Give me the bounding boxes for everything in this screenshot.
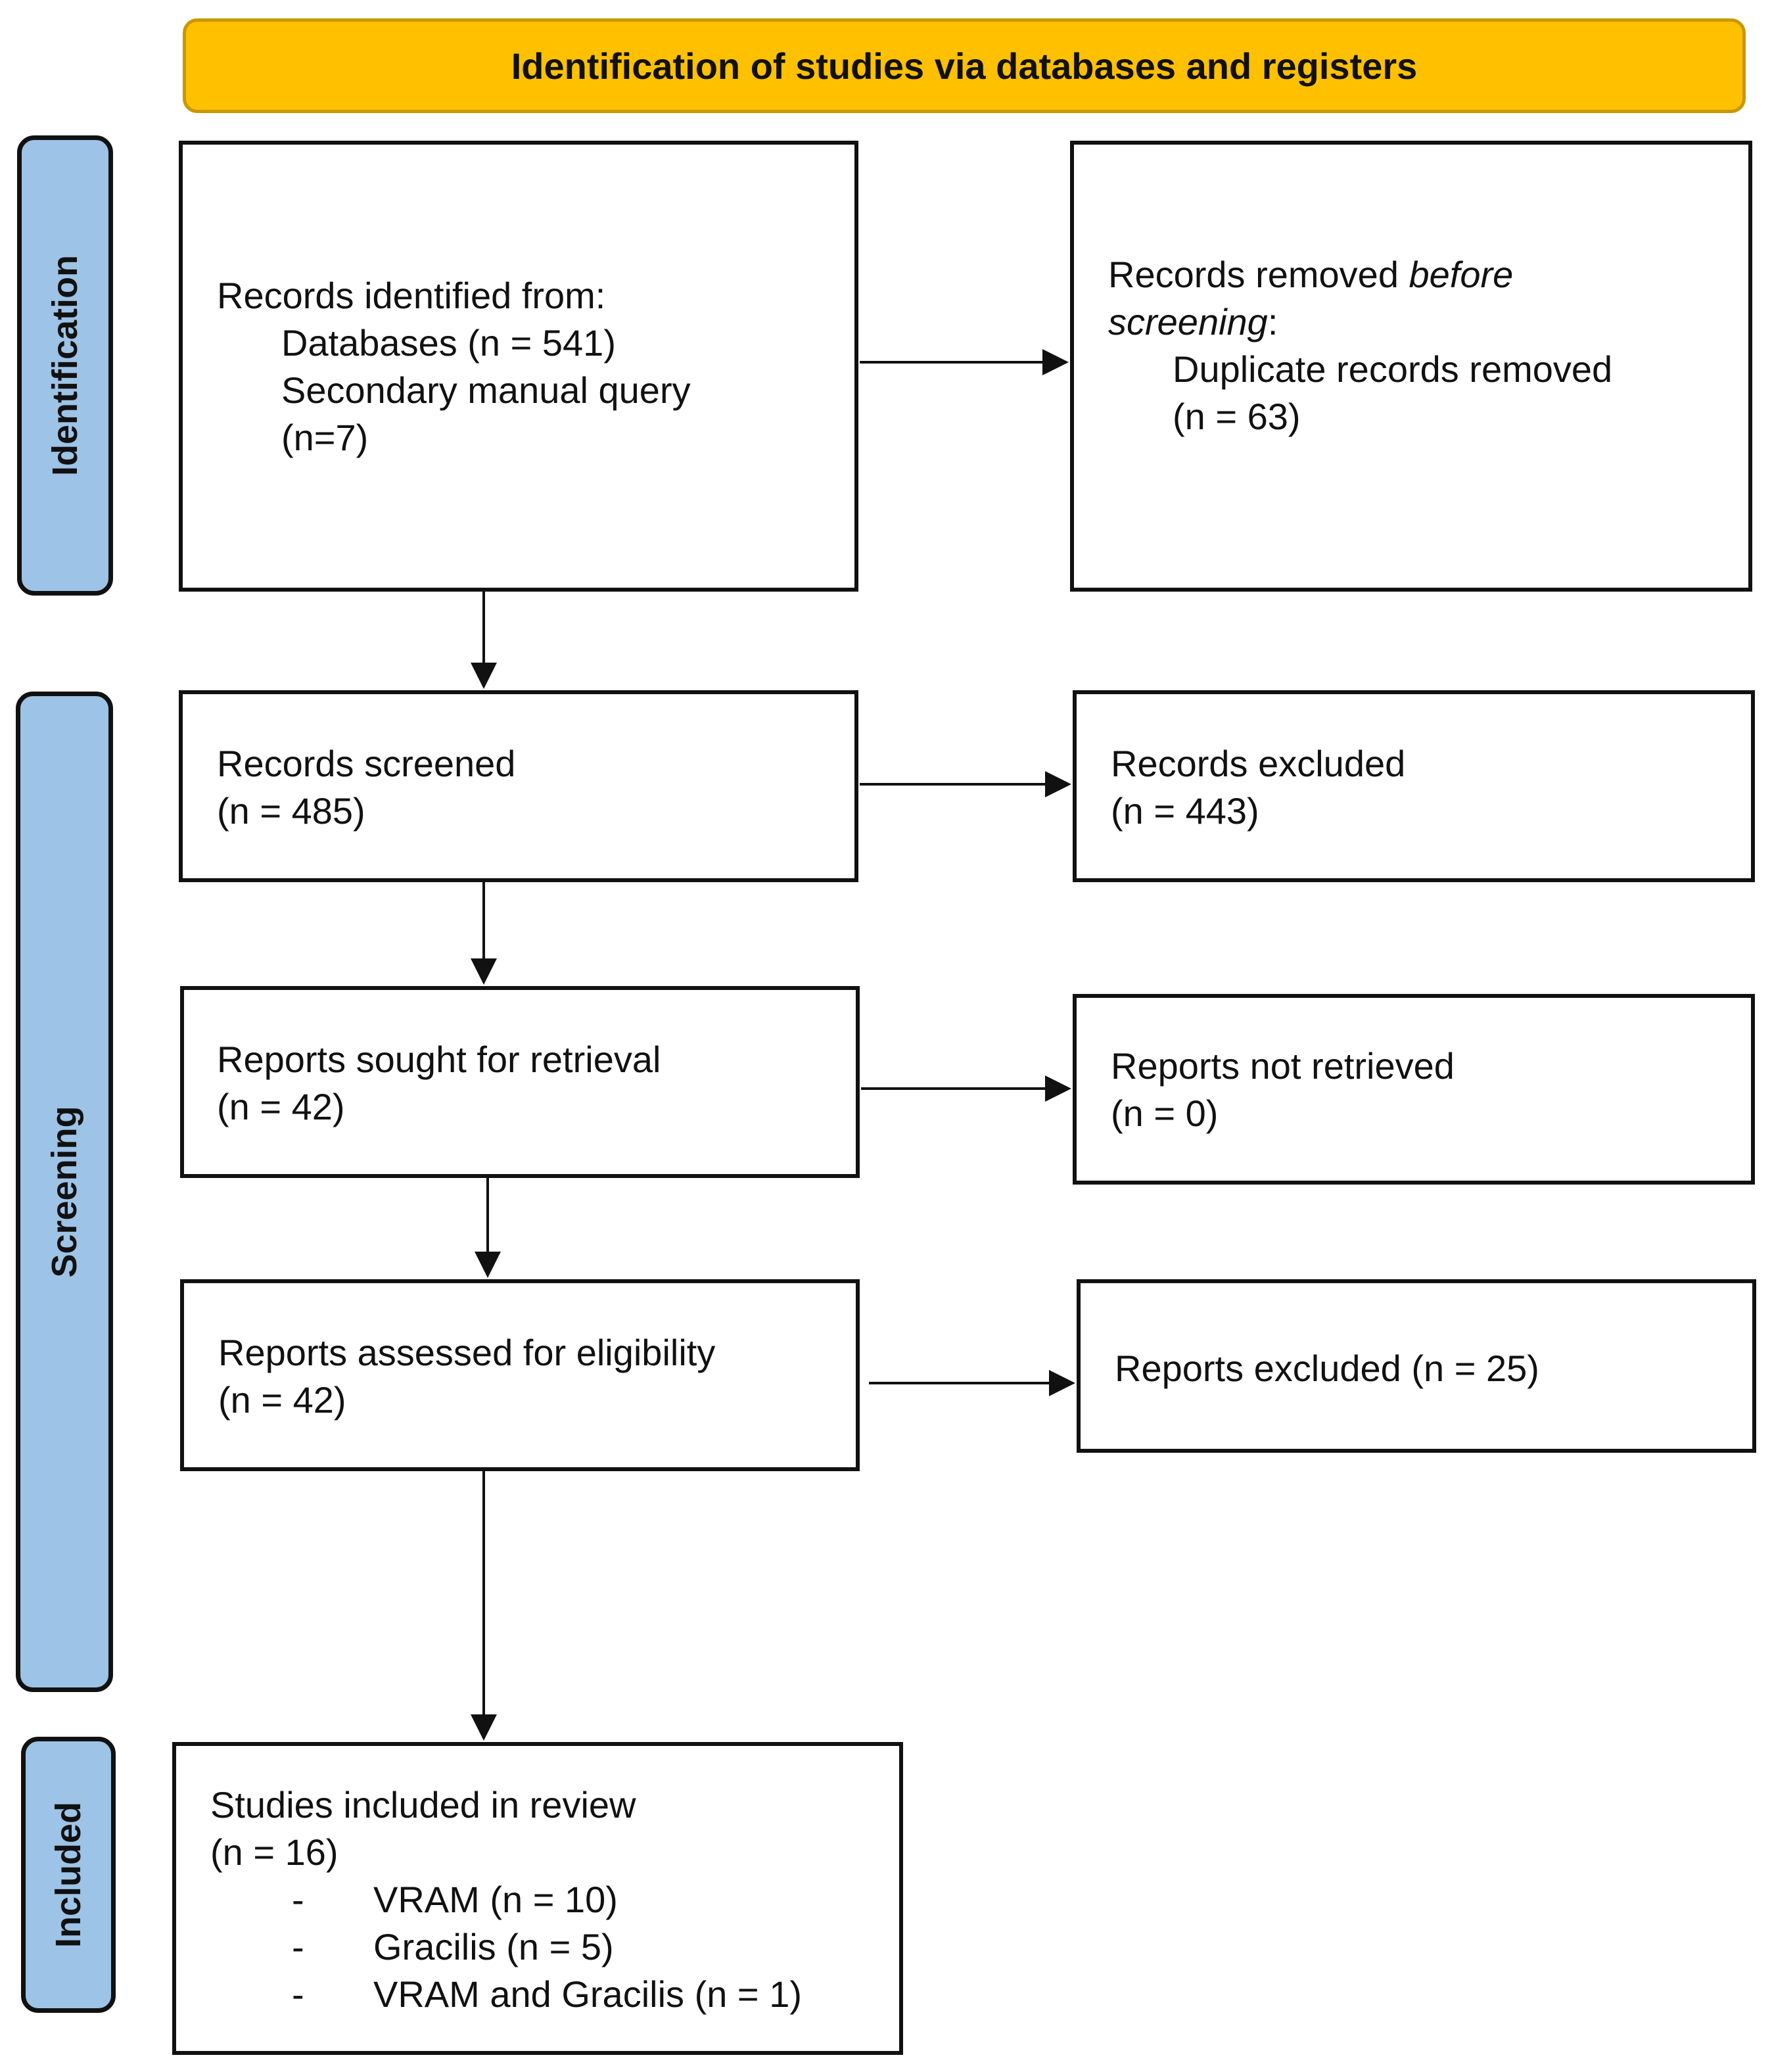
studies-included-item-dash: -: [292, 1973, 304, 2015]
arrowhead: [471, 663, 497, 689]
arrowhead: [1045, 1075, 1071, 1102]
records-screened-box: Records screened (n = 485): [179, 690, 858, 882]
studies-included-n: (n = 16): [210, 1831, 338, 1873]
studies-included-item: VRAM and Gracilis (n = 1): [373, 1973, 802, 2015]
records-removed-box: Records removed before screening: Duplic…: [1070, 141, 1752, 592]
reports-excluded-title: Reports excluded (n = 25): [1115, 1348, 1539, 1389]
records-removed-line2: screening:: [1108, 298, 1278, 346]
reports-not-retrieved-title: Reports not retrieved: [1111, 1045, 1455, 1087]
records-identified-secondary-n: (n=7): [281, 417, 369, 458]
phase-identification: Identification: [17, 135, 113, 596]
records-removed-colon: :: [1267, 301, 1278, 342]
records-identified-databases: Databases (n = 541): [281, 322, 616, 364]
records-screened-title: Records screened: [217, 743, 516, 784]
records-removed-prefix: Records removed: [1108, 254, 1409, 295]
studies-included-item-dash: -: [292, 1926, 304, 1967]
records-removed-duplicates: Duplicate records removed: [1173, 348, 1613, 390]
records-excluded-box: Records excluded (n = 443): [1073, 690, 1755, 882]
phase-included: Included: [21, 1737, 116, 2013]
header-title: Identification of studies via databases …: [511, 45, 1418, 87]
records-removed-before: before: [1409, 254, 1514, 295]
reports-excluded-box: Reports excluded (n = 25): [1077, 1279, 1756, 1453]
records-identified-box: Records identified from: Databases (n = …: [179, 141, 858, 592]
records-removed-screening: screening: [1108, 301, 1268, 342]
arrowhead: [471, 958, 497, 985]
records-identified-title: Records identified from:: [217, 275, 606, 316]
reports-assessed-n: (n = 42): [218, 1379, 346, 1421]
reports-assessed-title: Reports assessed for eligibility: [218, 1332, 716, 1373]
reports-not-retrieved-box: Reports not retrieved (n = 0): [1073, 994, 1755, 1185]
records-removed-duplicates-n: (n = 63): [1173, 396, 1301, 437]
arrowhead: [471, 1714, 497, 1741]
reports-sought-n: (n = 42): [217, 1086, 345, 1127]
reports-assessed-box: Reports assessed for eligibility (n = 42…: [180, 1279, 860, 1471]
records-screened-n: (n = 485): [217, 790, 365, 832]
arrowhead: [1045, 771, 1071, 797]
arrowhead: [1049, 1370, 1075, 1396]
diagram-header: Identification of studies via databases …: [183, 18, 1746, 113]
reports-not-retrieved-n: (n = 0): [1111, 1093, 1219, 1134]
studies-included-box: Studies included in review (n = 16) - VR…: [172, 1742, 903, 2055]
reports-sought-title: Reports sought for retrieval: [217, 1039, 661, 1080]
records-identified-secondary: Secondary manual query: [281, 369, 691, 411]
studies-included-item-dash: -: [292, 1879, 304, 1920]
arrowhead: [1042, 349, 1069, 375]
phase-screening: Screening: [16, 692, 113, 1692]
studies-included-item: VRAM (n = 10): [373, 1879, 618, 1920]
arrowhead: [475, 1252, 501, 1278]
studies-included-item: Gracilis (n = 5): [373, 1926, 614, 1967]
studies-included-title: Studies included in review: [210, 1784, 636, 1825]
records-excluded-title: Records excluded: [1111, 743, 1406, 784]
records-removed-line1: Records removed before: [1108, 251, 1513, 298]
records-excluded-n: (n = 443): [1111, 790, 1259, 832]
reports-sought-box: Reports sought for retrieval (n = 42): [180, 986, 860, 1178]
